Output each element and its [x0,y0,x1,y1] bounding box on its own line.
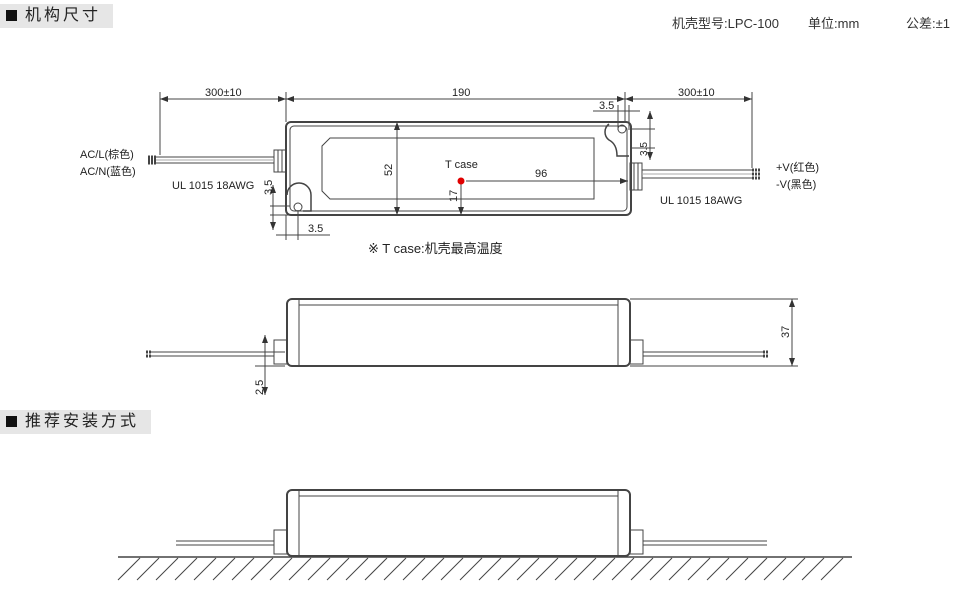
hatch-line [326,557,350,581]
hatch-line [459,557,483,581]
hatch-line [421,557,445,581]
label-ac-l: AC/L(棕色) [80,147,134,161]
hatch-line [136,557,160,581]
square-bullet-icon [6,10,17,21]
hatch-line [535,557,559,581]
dim-hole-left-v: 3.5 [263,180,275,195]
cable-gland-right [629,162,643,191]
section-header-mounting: 推荐安装方式 [0,410,152,434]
hatch-line [801,557,825,581]
cable-gland-left [273,149,287,173]
dim-hole-top: 3.5 [599,100,614,112]
hatch-line [402,557,426,581]
section-title: 机构尺寸 [25,7,102,24]
wire-spec-right: UL 1015 18AWG [660,195,742,207]
hatch-line [345,557,369,581]
surface-hatching [117,557,844,581]
tcase-point [457,177,465,185]
dim-wire-offset: 2.5 [254,380,266,395]
section-header-dimensions: 机构尺寸 [0,4,114,28]
hatch-line [307,557,331,581]
hatch-line [193,557,217,581]
dim-hole-left-h: 3.5 [308,223,323,235]
mount-hole-left [286,182,312,212]
tcase-label: T case [445,159,478,171]
side-view [146,298,798,395]
dim-hole-right: 3.5 [639,142,650,156]
label-v-plus: +V(红色) [776,160,819,174]
hatch-line [706,557,730,581]
hatch-line [592,557,616,581]
dim-right-wire: 300±10 [678,87,715,99]
side-view-labels: 37 2.5 [254,326,792,395]
hatch-line [478,557,502,581]
hatch-line [611,557,635,581]
hatch-line [573,557,597,581]
hatch-line [820,557,844,581]
square-bullet-icon [6,416,17,427]
hatch-line [155,557,179,581]
hatch-line [744,557,768,581]
hatch-line [630,557,654,581]
unit: 单位:mm [808,16,860,31]
dim-body-length: 190 [452,87,470,99]
hatch-line [269,557,293,581]
hatch-line [516,557,540,581]
tcase-note: ※ T case:机壳最高温度 [368,241,503,256]
hatch-line [117,557,141,581]
label-v-minus: -V(黑色) [776,177,816,191]
hatch-line [668,557,692,581]
dim-height: 37 [780,326,792,338]
hatch-line [250,557,274,581]
label-window [321,137,595,200]
hatch-line [383,557,407,581]
hatch-line [687,557,711,581]
dim-body-width: 52 [383,164,395,176]
hatch-line [782,557,806,581]
top-view [148,92,760,240]
mounting-view [117,489,852,581]
hatch-line [212,557,236,581]
dim-tcase-x: 96 [535,168,547,180]
hatch-line [725,557,749,581]
hatch-line [554,557,578,581]
hatch-line [497,557,521,581]
hatch-line [288,557,312,581]
hatch-line [364,557,388,581]
top-view-labels: 300±10 190 300±10 3.5 3.5 3.5 3.5 52 T c… [80,87,819,256]
mount-hole-right [604,123,629,157]
tolerance: 公差:±1 [906,16,950,31]
hatch-line [174,557,198,581]
mount-hole-left-circle [293,202,303,212]
hatch-line [440,557,464,581]
label-ac-n: AC/N(蓝色) [80,164,136,178]
wire-spec-left: UL 1015 18AWG [172,180,254,192]
case-model: 机壳型号:LPC-100 [672,16,779,31]
dim-tcase-y: 17 [448,190,460,202]
dim-left-wire: 300±10 [205,87,242,99]
hatch-line [231,557,255,581]
case-body-side [286,298,631,367]
case-body-mounted [286,489,631,557]
section-title: 推荐安装方式 [25,413,140,430]
hatch-line [649,557,673,581]
hatch-line [763,557,787,581]
